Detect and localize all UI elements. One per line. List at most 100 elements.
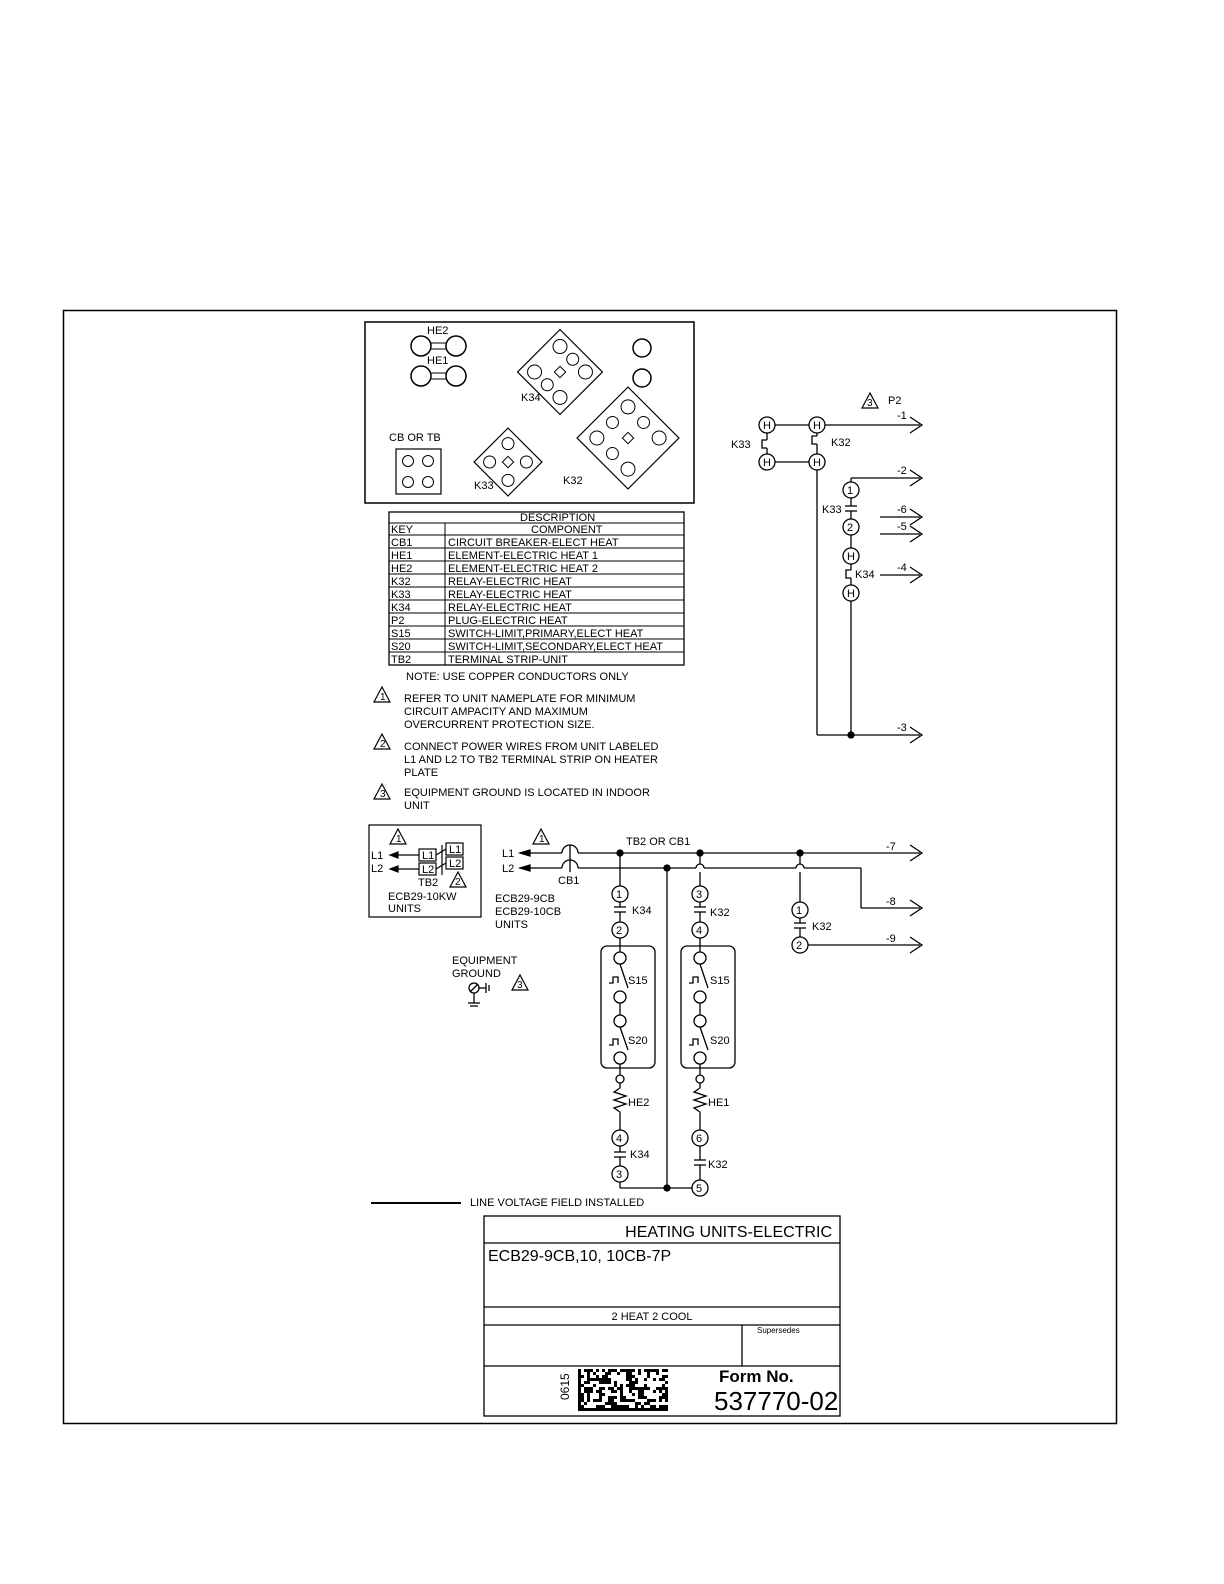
output-9: -9 [886, 933, 896, 945]
legend-component: CIRCUIT BREAKER-ELECT HEAT [448, 537, 619, 549]
barcode-icon [578, 1369, 668, 1411]
b2-k32-top: K32 [710, 907, 730, 919]
line-voltage-legend: LINE VOLTAGE FIELD INSTALLED [470, 1197, 644, 1209]
ground-note-3: 3 [517, 980, 523, 991]
inset-tb2-l1: L1 [422, 850, 434, 862]
k34-layout-label: K34 [521, 392, 541, 404]
form-label: Form No. [719, 1367, 794, 1386]
inset-unit-line-1: ECB29-10KW [388, 891, 457, 903]
inset-l1: L1 [371, 850, 383, 862]
note-2-number: 2 [380, 739, 386, 750]
b2-pin-4: 4 [696, 925, 702, 937]
note-3-line-1: EQUIPMENT GROUND IS LOCATED IN INDOOR [404, 787, 650, 799]
note-2-line-2: L1 AND L2 TO TB2 TERMINAL STRIP ON HEATE… [404, 754, 658, 766]
ground-icon [468, 982, 490, 1007]
b1-k34-top: K34 [632, 905, 652, 917]
note-3-number: 3 [380, 789, 386, 800]
k32-h-bottom: H [813, 457, 821, 469]
legend-key: HE1 [391, 550, 412, 562]
k34-h-top: H [847, 551, 855, 563]
control-schematic: 3 P2 H H H H K33 K32 -1 -2 1 K33 2 [731, 392, 924, 744]
date-code: 0615 [558, 1373, 572, 1400]
k33-layout-label: K33 [474, 480, 494, 492]
control-k33-contact-label: K33 [822, 504, 842, 516]
b2-pin-5: 5 [696, 1183, 702, 1195]
k32-layout-label: K32 [563, 475, 583, 487]
legend-col-component: COMPONENT [531, 524, 603, 536]
k33-h-bottom: H [763, 457, 771, 469]
legend-col-key: KEY [391, 524, 414, 536]
legend-component: ELEMENT-ELECTRIC HEAT 1 [448, 550, 598, 562]
b3-pin-1: 1 [796, 905, 802, 917]
b1-pin-4: 4 [616, 1133, 622, 1145]
b2-he1: HE1 [708, 1097, 729, 1109]
page-border [62, 309, 1118, 1425]
units-cb-line-2: ECB29-10CB [495, 906, 561, 918]
inset-l2: L2 [371, 863, 383, 875]
title-block-mode: 2 HEAT 2 COOL [612, 1311, 693, 1323]
k32-relay-layout [576, 386, 680, 490]
tb2-or-cb1-label: TB2 OR CB1 [626, 836, 690, 848]
legend-key: S20 [391, 641, 411, 653]
output-4: -4 [897, 562, 907, 574]
b2-pin-3: 3 [696, 889, 702, 901]
legend-component: SWITCH-LIMIT,PRIMARY,ELECT HEAT [448, 628, 644, 640]
note-2-line-1: CONNECT POWER WIRES FROM UNIT LABELED [404, 741, 659, 753]
output-6: -6 [897, 504, 907, 516]
title-block-supersedes: Supersedes [757, 1326, 800, 1335]
inset-tb2-label: TB2 [418, 877, 438, 889]
legend-key: HE2 [391, 563, 412, 575]
title-block-model: ECB29-9CB,10, 10CB-7P [488, 1248, 671, 1265]
b1-pin-2: 2 [616, 925, 622, 937]
power-schematic: 1 L1 L2 CB1 TB2 OR CB1 -7 -8 ECB29-9CB E… [371, 828, 924, 1209]
b1-pin-3: 3 [616, 1169, 622, 1181]
b1-k34-bottom: K34 [630, 1149, 650, 1161]
b3-pin-2: 2 [796, 940, 802, 952]
p2-note-3: 3 [867, 398, 873, 409]
k33-pin-1: 1 [847, 485, 853, 497]
output-2: -2 [897, 465, 907, 477]
note-2-line-3: PLATE [404, 767, 438, 779]
k33-relay-layout [473, 427, 543, 497]
k34-h-bottom: H [847, 588, 855, 600]
legend-component: ELEMENT-ELECTRIC HEAT 2 [448, 563, 598, 575]
b2-pin-6: 6 [696, 1133, 702, 1145]
legend-key: CB1 [391, 537, 412, 549]
note-1-line-2: CIRCUIT AMPACITY AND MAXIMUM [404, 706, 588, 718]
inset-unit-line-2: UNITS [388, 903, 421, 915]
output-3: -3 [897, 722, 907, 734]
note-3-line-2: UNIT [404, 800, 430, 812]
power-note-1: 1 [539, 834, 545, 845]
output-5: -5 [897, 521, 907, 533]
note-1-line-3: OVERCURRENT PROTECTION SIZE. [404, 719, 594, 731]
k33-h-top: H [763, 420, 771, 432]
legend-key: K33 [391, 589, 411, 601]
output-8: -8 [886, 896, 896, 908]
he2-label: HE2 [427, 325, 448, 337]
units-cb-line-3: UNITS [495, 919, 528, 931]
b1-he2: HE2 [628, 1097, 649, 1109]
note-1-line-1: REFER TO UNIT NAMEPLATE FOR MINIMUM [404, 693, 635, 705]
b2-k32-bottom: K32 [708, 1159, 728, 1171]
legend-key: P2 [391, 615, 404, 627]
ground-label-2: GROUND [452, 968, 501, 980]
power-l1: L1 [502, 848, 514, 860]
k32-h-top: H [813, 420, 821, 432]
form-number: 537770-02 [714, 1386, 838, 1416]
title-block-title: HEATING UNITS-ELECTRIC [625, 1224, 832, 1241]
control-k33-label: K33 [731, 439, 751, 451]
note-copper: NOTE: USE COPPER CONDUCTORS ONLY [406, 671, 629, 683]
title-block: HEATING UNITS-ELECTRIC ECB29-9CB,10, 10C… [483, 1215, 841, 1417]
legend-component: RELAY-ELECTRIC HEAT [448, 589, 572, 601]
legend-key: K34 [391, 602, 411, 614]
inset-note-2: 2 [455, 877, 461, 888]
b3-k32: K32 [812, 921, 832, 933]
p2-label: P2 [888, 395, 901, 407]
notes: NOTE: USE COPPER CONDUCTORS ONLY 1 REFER… [373, 671, 659, 812]
cb-or-tb-label: CB OR TB [389, 432, 441, 444]
legend-component: TERMINAL STRIP-UNIT [448, 654, 568, 666]
output-7: -7 [886, 841, 896, 853]
inset-tb2-l2-out: L2 [449, 858, 461, 870]
